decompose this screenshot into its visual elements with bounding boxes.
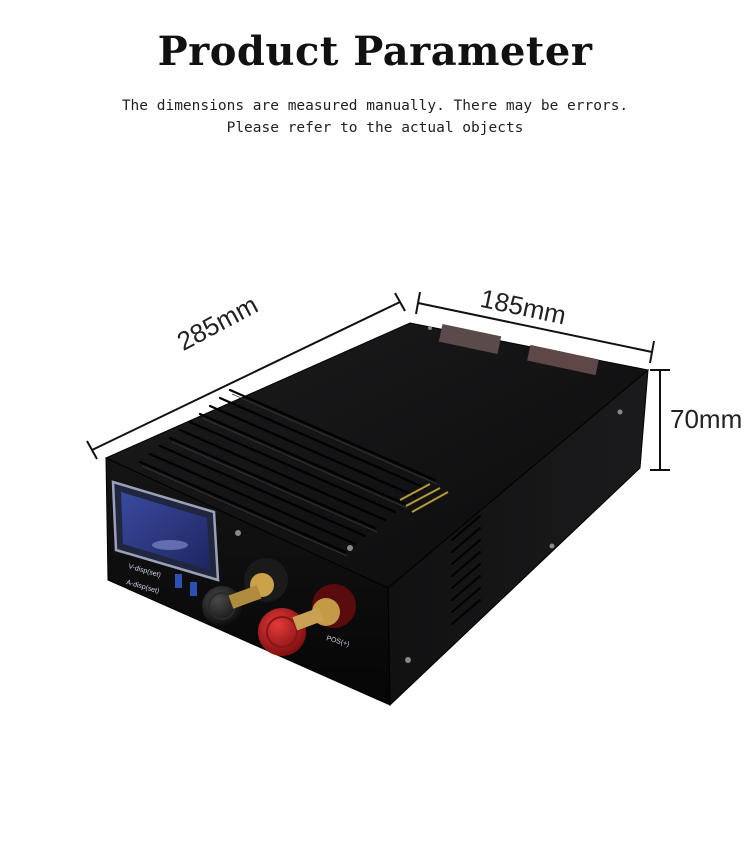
- spec-sticker-2: [527, 344, 599, 376]
- display-glare: [152, 540, 188, 550]
- page-title: Product Parameter: [157, 28, 593, 75]
- dimension-line-285: [86, 292, 406, 460]
- top-vent-slots: [138, 388, 437, 554]
- display-screen: [121, 492, 210, 570]
- adjust-knob[interactable]: [202, 558, 288, 626]
- dip-switch-1[interactable]: [175, 574, 182, 588]
- dimension-line-70: [650, 369, 670, 471]
- disclaimer-line-1: The dimensions are measured manually. Th…: [121, 98, 629, 114]
- spec-sticker-1: [438, 323, 502, 355]
- dimension-line-185: [415, 291, 655, 364]
- gold-vent-glint: [399, 483, 449, 513]
- side-vent-slots: [451, 515, 481, 625]
- height-label: 70mm: [670, 404, 743, 434]
- dip-switch-2[interactable]: [190, 582, 197, 596]
- positive-terminal[interactable]: [258, 584, 356, 656]
- disclaimer-line-2: Please refer to the actual objects: [226, 120, 524, 136]
- top-vent-highlights: [141, 393, 438, 557]
- screws: [235, 326, 623, 663]
